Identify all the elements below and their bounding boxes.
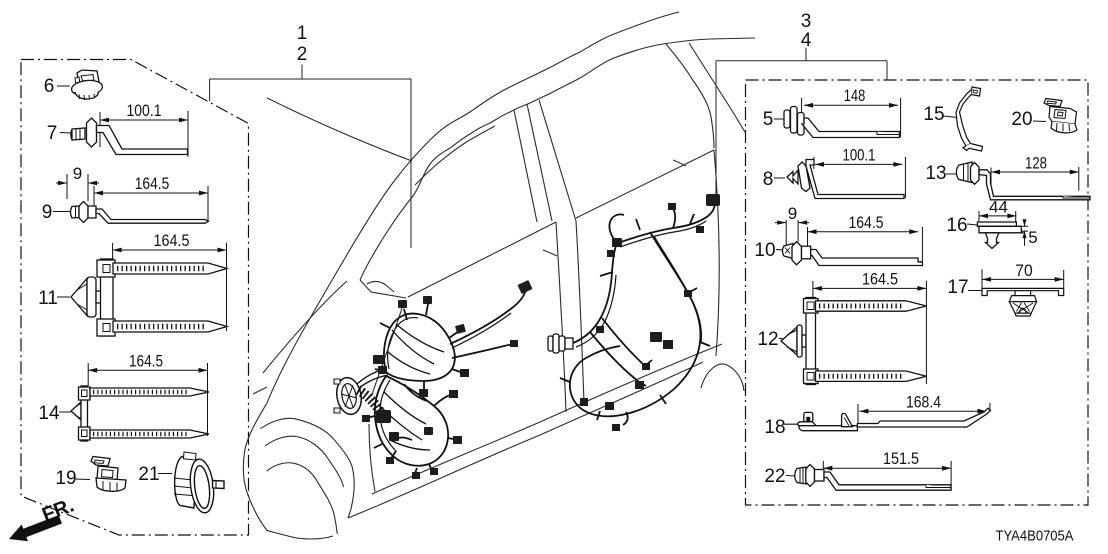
svg-text:11: 11: [38, 288, 58, 309]
svg-text:168.4: 168.4: [906, 393, 941, 412]
svg-text:22: 22: [764, 466, 785, 487]
svg-text:100.1: 100.1: [843, 146, 876, 165]
svg-text:5: 5: [763, 109, 774, 130]
svg-text:164.5: 164.5: [154, 231, 190, 250]
svg-text:2: 2: [297, 44, 308, 65]
svg-text:8: 8: [763, 169, 774, 190]
svg-text:44: 44: [989, 198, 1008, 217]
svg-text:15: 15: [923, 104, 944, 125]
svg-text:164.5: 164.5: [862, 270, 898, 289]
svg-text:TYA4B0705A: TYA4B0705A: [996, 528, 1074, 545]
svg-text:164.5: 164.5: [135, 174, 170, 193]
svg-text:4: 4: [801, 30, 812, 51]
svg-text:18: 18: [764, 417, 785, 438]
svg-text:21: 21: [138, 464, 159, 485]
svg-text:148: 148: [844, 86, 866, 105]
svg-text:3: 3: [801, 11, 812, 32]
svg-text:151.5: 151.5: [883, 449, 919, 468]
svg-text:7: 7: [47, 123, 58, 144]
svg-text:164.5: 164.5: [849, 213, 884, 232]
svg-text:9: 9: [42, 202, 53, 223]
svg-text:1: 1: [297, 23, 308, 44]
svg-text:13: 13: [925, 163, 946, 184]
svg-text:6: 6: [44, 76, 55, 97]
svg-text:14: 14: [38, 403, 60, 424]
svg-text:12: 12: [757, 329, 778, 350]
svg-text:9: 9: [788, 204, 797, 223]
svg-text:10: 10: [754, 240, 775, 261]
svg-text:100.1: 100.1: [127, 101, 162, 120]
svg-text:128: 128: [1025, 154, 1047, 173]
svg-text:20: 20: [1011, 109, 1032, 130]
svg-text:9: 9: [73, 164, 82, 183]
svg-text:5: 5: [1028, 228, 1037, 247]
svg-text:164.5: 164.5: [129, 352, 163, 371]
svg-text:19: 19: [55, 468, 76, 489]
svg-text:70: 70: [1015, 261, 1033, 280]
svg-text:17: 17: [947, 277, 968, 298]
svg-text:16: 16: [946, 215, 967, 236]
